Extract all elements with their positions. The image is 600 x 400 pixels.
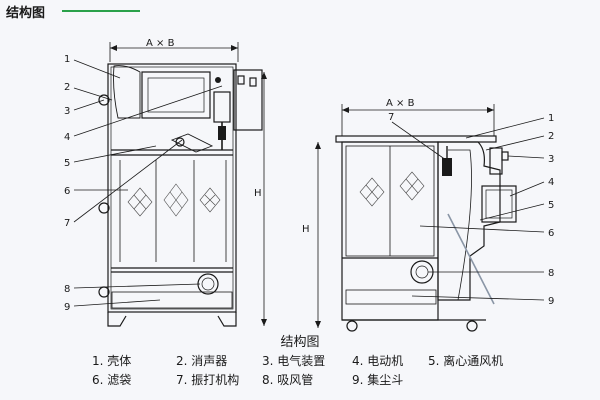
- legend-item-6: 6. 滤袋: [92, 373, 132, 387]
- right-caster-right: [466, 320, 478, 332]
- right-callout-leaders: [391, 117, 545, 301]
- right-callout-6: 6: [548, 228, 554, 239]
- right-caster-left: [346, 320, 358, 332]
- right-callout-5: 5: [548, 200, 554, 211]
- left-dim-arrow-right: [231, 45, 238, 51]
- right-motor: [481, 185, 517, 223]
- left-callout-leaders: [73, 59, 223, 307]
- left-machine-drawing: A × B: [64, 38, 267, 327]
- left-dust-hopper: [111, 291, 233, 309]
- left-callout-3: 3: [64, 106, 70, 117]
- legend-item-9: 9. 集尘斗: [352, 373, 404, 387]
- left-electrical-box: [233, 69, 263, 131]
- left-muffler-wave: [113, 65, 141, 119]
- right-callout-9: 9: [548, 296, 554, 307]
- right-callout-2: 2: [548, 131, 554, 142]
- right-callout-3: 3: [548, 154, 554, 165]
- left-callout-6: 6: [64, 186, 70, 197]
- right-side-housing: [437, 141, 501, 301]
- left-foot-right: [217, 312, 237, 327]
- right-filter-bags: [359, 171, 425, 207]
- legend-item-7: 7. 振打机构: [176, 373, 240, 387]
- title-underline: [62, 10, 140, 12]
- right-width-dim-label: A × B: [386, 98, 415, 109]
- right-height-dim-label: H: [302, 224, 310, 235]
- legend-item-2: 2. 消声器: [176, 354, 228, 368]
- left-callout-2: 2: [64, 82, 70, 93]
- left-width-dim-label: A × B: [146, 38, 175, 49]
- left-callout-7: 7: [64, 218, 70, 229]
- right-dust-hopper: [345, 289, 437, 305]
- legend-item-8: 8. 吸风管: [262, 373, 314, 387]
- diagram-caption: 结构图: [280, 335, 320, 350]
- left-callout-5: 5: [64, 158, 70, 169]
- left-filter-bags: [127, 183, 221, 217]
- right-electrical-box: [489, 147, 503, 175]
- left-callout-1: 1: [64, 54, 70, 65]
- page-title: 结构图: [6, 6, 46, 21]
- right-callout-1: 1: [548, 113, 554, 124]
- right-callout-8: 8: [548, 268, 554, 279]
- left-dim-arrow-left: [110, 45, 117, 51]
- left-knob-top: [98, 94, 110, 106]
- left-foot-left: [107, 312, 127, 327]
- legend-item-1: 1. 壳体: [92, 354, 132, 368]
- left-shaker-mechanism: [170, 133, 214, 153]
- right-callout-7: 7: [388, 112, 394, 123]
- legend-item-3: 3. 电气装置: [262, 354, 326, 368]
- left-callout-4: 4: [64, 132, 70, 143]
- left-suction-pipe: [197, 273, 219, 295]
- right-shaker-mechanism: [442, 158, 452, 176]
- right-callout-4: 4: [548, 177, 554, 188]
- left-callout-8: 8: [64, 284, 70, 295]
- legend-item-4: 4. 电动机: [352, 354, 404, 368]
- left-callout-9: 9: [64, 302, 70, 313]
- left-height-dim-label: H: [254, 188, 262, 199]
- legend-item-5: 5. 离心通风机: [428, 354, 504, 368]
- left-knob-middle: [98, 202, 110, 214]
- left-motor: [213, 91, 231, 123]
- left-fan-housing: [141, 71, 211, 119]
- right-machine-drawing: A × B: [302, 98, 554, 332]
- left-cabinet-shell: [107, 63, 237, 313]
